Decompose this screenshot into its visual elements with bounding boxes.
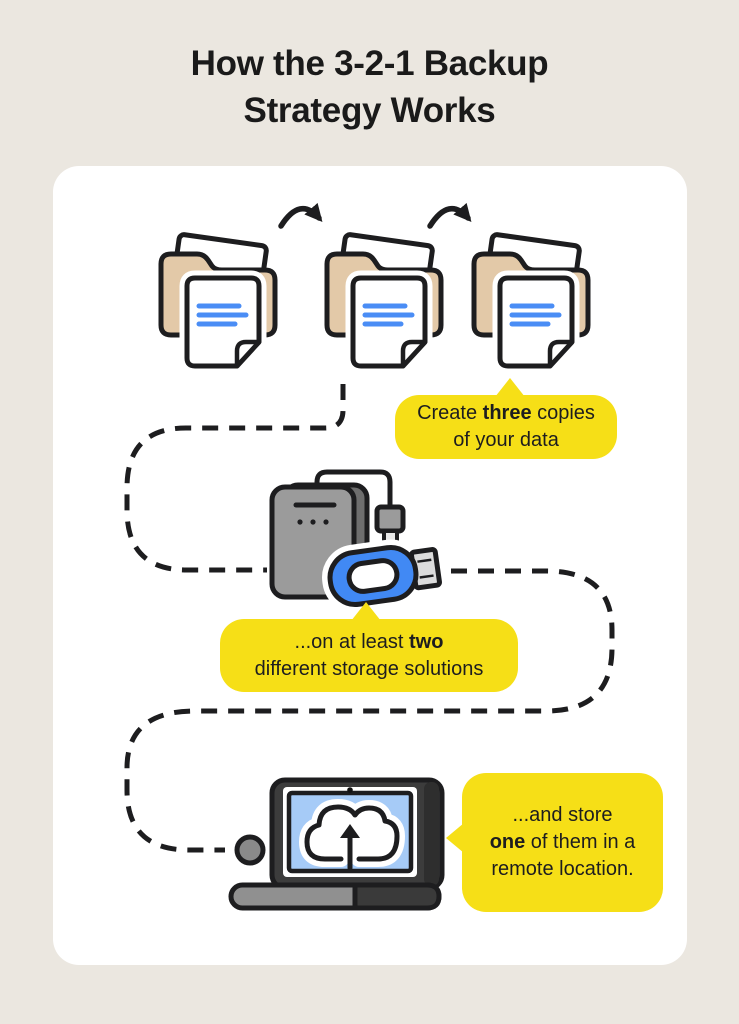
callout-text-line: of your data (453, 429, 559, 451)
webcam-dot (347, 787, 353, 793)
folder-document-icon-1 (161, 234, 275, 366)
callout-one-remote: ...and store one of them in a remote loc… (446, 773, 663, 912)
page-title-line-2: Strategy Works (243, 91, 496, 130)
callout-pointer-up (351, 602, 381, 621)
folder-document-icon-3 (474, 234, 588, 366)
content-card: Create three copies of your data ...on a… (53, 166, 687, 965)
folder-document-icon-2 (327, 234, 441, 366)
dashed-flow-path-bottom (124, 568, 615, 853)
callout-text-line: ...and store (512, 804, 613, 826)
callout-text-line: one of them in a (489, 831, 636, 853)
illustration-canvas (124, 202, 615, 911)
callout-two-storage: ...on at least two different storage sol… (220, 602, 518, 692)
callout-pointer-up (495, 378, 525, 397)
callout-text-line: different storage solutions (254, 657, 484, 680)
usb-drive-icon (322, 539, 447, 613)
path-end-dot (234, 834, 266, 866)
copy-arrow-icon-1 (278, 202, 323, 229)
callout-text-line: remote location. (491, 858, 634, 880)
callout-three-copies: Create three copies of your data (395, 378, 617, 459)
page-title: How the 3-2-1 Backup Strategy Works (0, 40, 739, 134)
callout-pointer-left (446, 823, 464, 853)
callout-text-line: Create three copies (417, 402, 595, 424)
laptop-cloud-icon (228, 777, 445, 911)
dashed-flow-path-top (124, 384, 346, 573)
copy-arrow-icon-2 (427, 202, 472, 229)
usb-plug-icon (374, 504, 406, 534)
callout-text-line: ...on at least two (294, 630, 444, 653)
page-title-line-1: How the 3-2-1 Backup (190, 44, 549, 83)
